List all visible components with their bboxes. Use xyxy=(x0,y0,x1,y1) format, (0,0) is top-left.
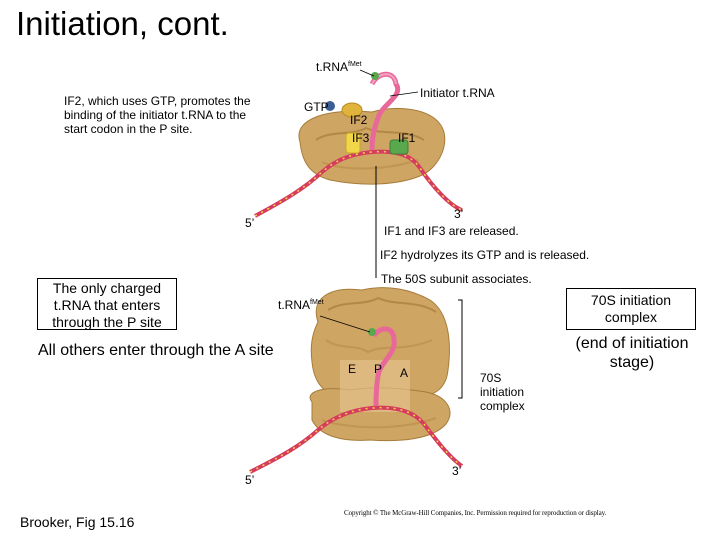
gtp-molecule xyxy=(325,101,335,111)
site-e-label: E xyxy=(348,362,357,376)
site-p-label: P xyxy=(374,362,383,376)
mrna-top xyxy=(254,149,463,218)
mrna-bottom xyxy=(249,405,464,474)
trna-fmet-label-bottom: t.RNAfMet xyxy=(278,298,324,312)
end-stage-callout: (end of initiation stage) xyxy=(575,335,689,371)
five-prime-top: 5’ xyxy=(245,216,255,230)
methionine-bottom xyxy=(368,328,376,336)
five-prime-bottom: 5’ xyxy=(245,473,255,487)
if2-description: IF2, which uses GTP, promotes the bindin… xyxy=(64,94,251,136)
step-if2-hydrolysis: IF2 hydrolyzes its GTP and is released. xyxy=(380,248,590,262)
three-prime-bottom: 3’ xyxy=(452,464,462,478)
if2-protein xyxy=(341,102,363,118)
complex-bracket xyxy=(458,299,463,399)
trna-fmet-label-top: t.RNAfMet xyxy=(316,60,362,74)
complex-title-callout: 70S initiation complex xyxy=(566,288,696,330)
if3-protein xyxy=(345,132,361,154)
initiator-trna-bottom xyxy=(371,326,397,407)
copyright-notice: Copyright © The McGraw-Hill Companies, I… xyxy=(344,509,607,517)
if1-label: IF1 xyxy=(398,131,416,145)
step-50s-associates: The 50S subunit associates. xyxy=(381,272,532,286)
slide-title: Initiation, cont. xyxy=(16,5,229,42)
three-prime-top: 3’ xyxy=(454,207,464,221)
initiator-trna-top xyxy=(369,71,401,151)
others-enter-callout: All others enter through the A site xyxy=(38,342,274,359)
if1-protein xyxy=(389,139,409,155)
gtp-label: GTP xyxy=(304,100,329,114)
site-a-label: A xyxy=(400,366,409,380)
charged-trna-callout: The only charged t.RNA that enters throu… xyxy=(37,278,177,330)
methionine-top xyxy=(371,72,379,80)
if2-label: IF2 xyxy=(350,113,368,127)
step-release-if1-if3: IF1 and IF3 are released. xyxy=(384,224,519,238)
initiator-trna-label: Initiator t.RNA xyxy=(420,86,495,100)
figure-credit: Brooker, Fig 15.16 xyxy=(20,514,135,530)
complex-label-small: 70S initiation complex xyxy=(480,371,525,413)
if3-label: IF3 xyxy=(352,131,370,145)
